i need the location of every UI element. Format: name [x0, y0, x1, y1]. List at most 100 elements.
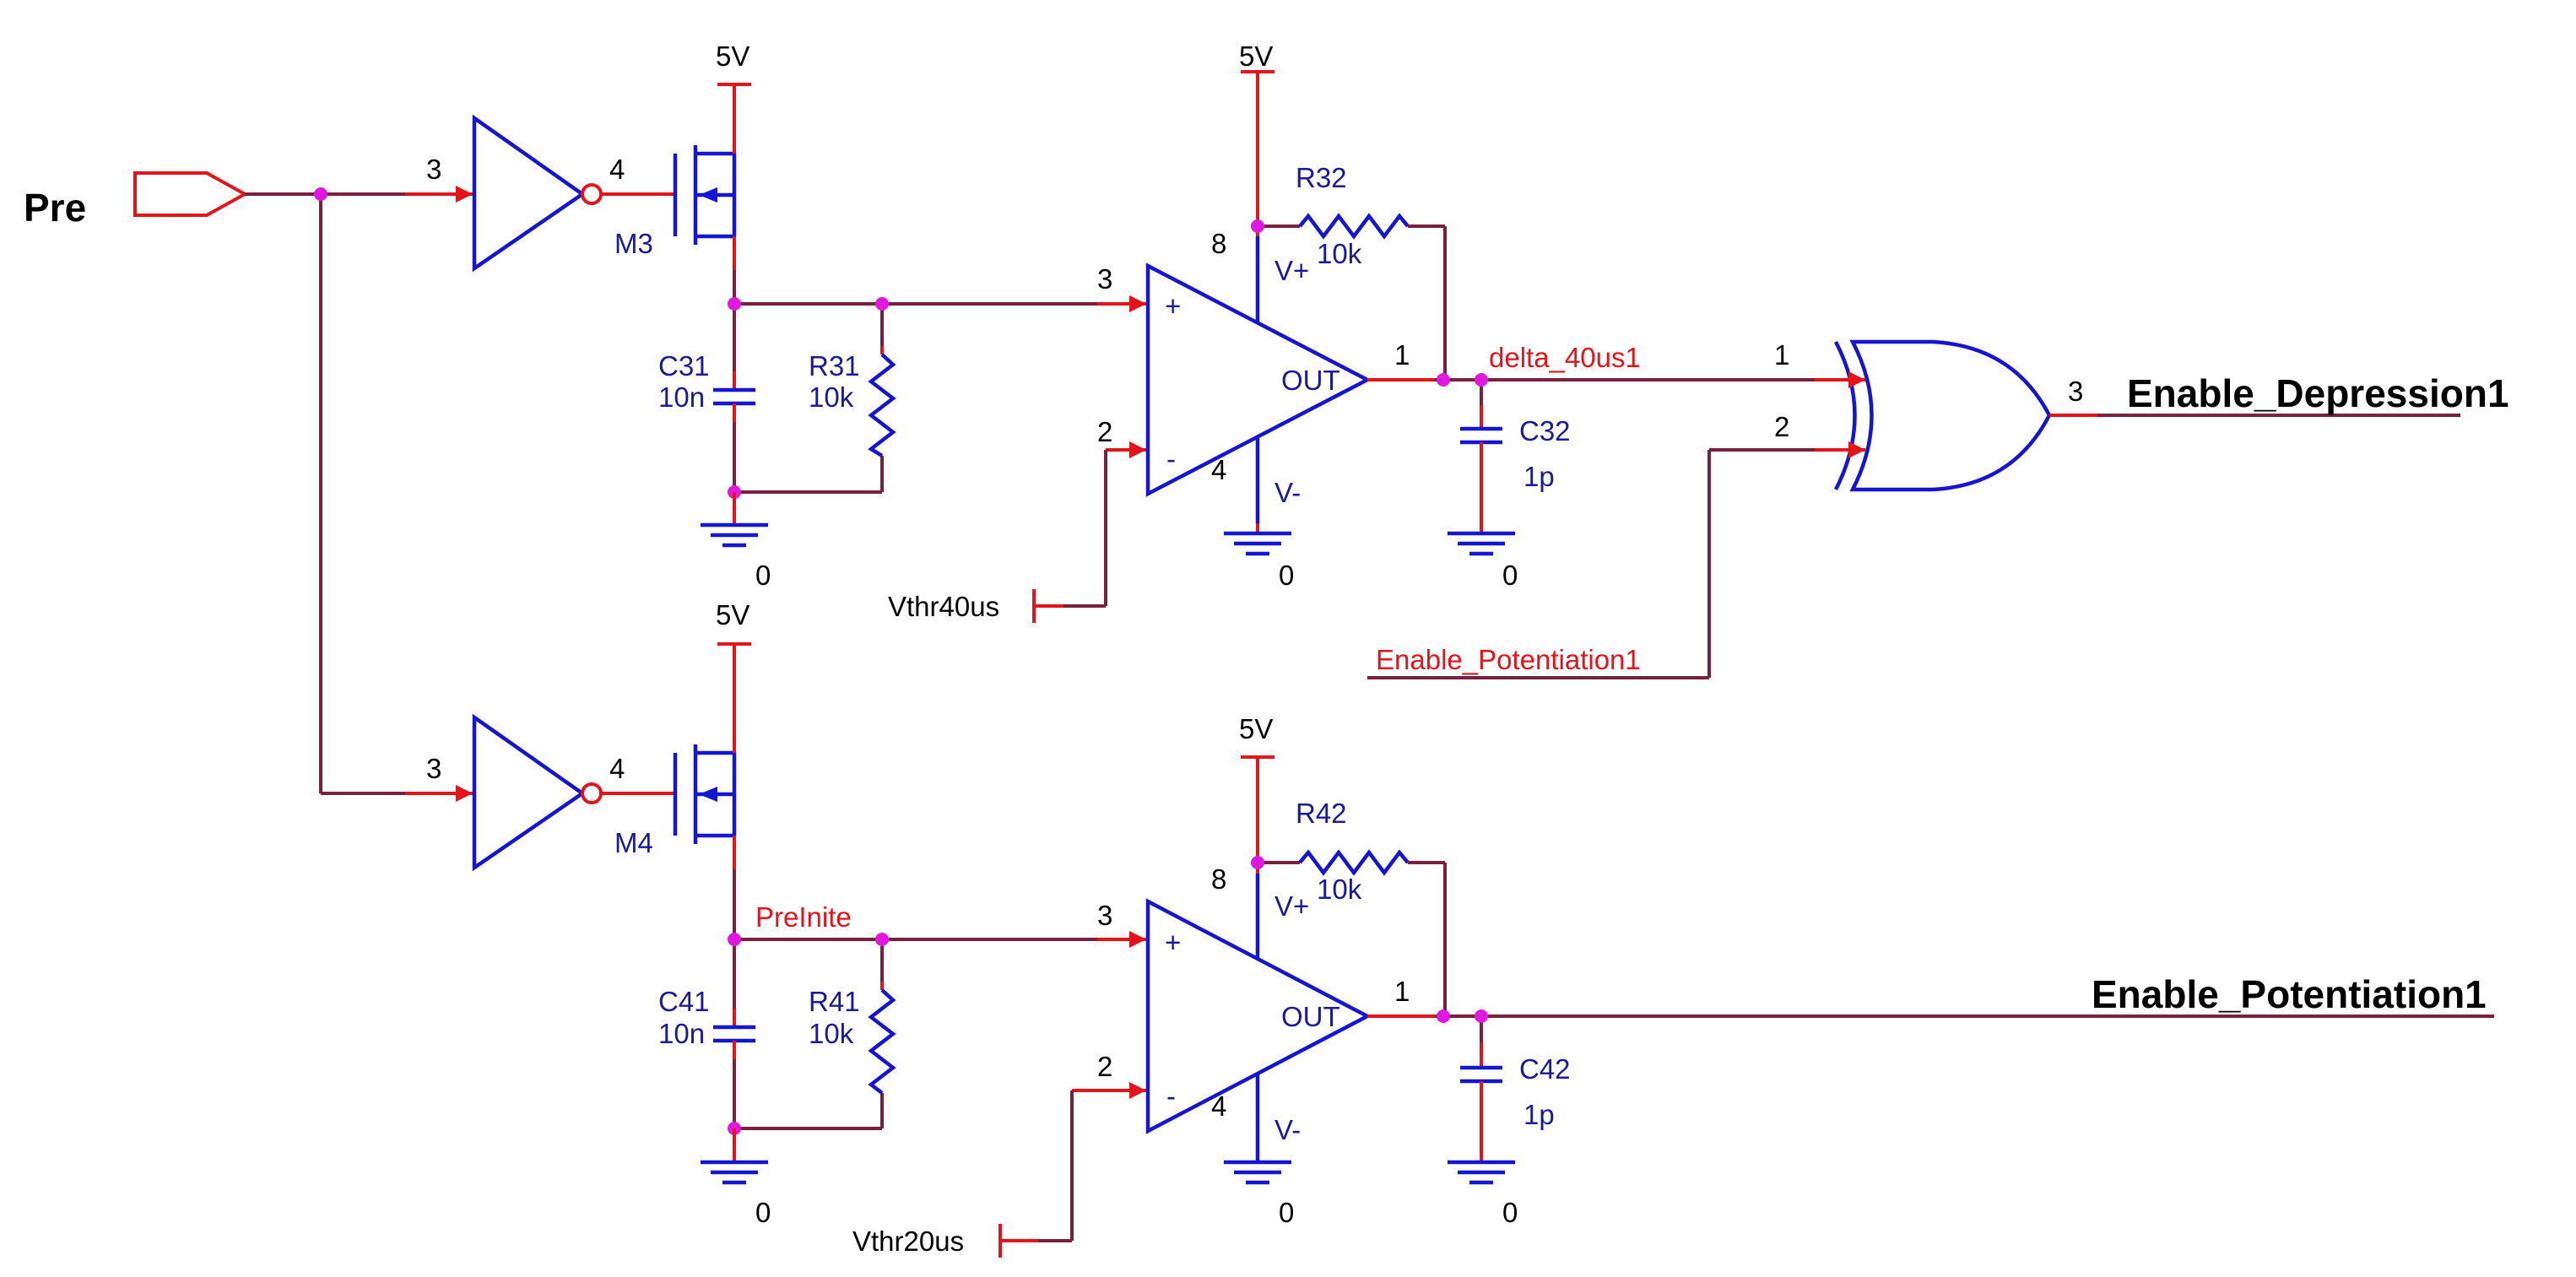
port-enable-depression: Enable_Depression1 [2127, 371, 2509, 415]
resistor-r41-value: 10k [809, 1018, 854, 1049]
ground-3-label: 0 [1502, 560, 1518, 591]
resistor-r41 [868, 982, 896, 1095]
pre-port-label: Pre [24, 186, 86, 230]
xor-pin-in2: 2 [1774, 411, 1789, 442]
opamp-u1 [1097, 70, 1435, 523]
junction-r31-top [875, 297, 889, 311]
opamp-u2-pin-vm: 4 [1211, 1090, 1226, 1122]
capacitor-c31 [713, 371, 755, 422]
enable-pot-out-wire [1435, 1015, 2494, 1042]
resistor-r31-value: 10k [809, 381, 854, 413]
opamp-u1-pin-plus: 3 [1097, 263, 1112, 295]
opamp-u2 [1072, 755, 1435, 1161]
inverter-1-pin-out: 4 [609, 154, 625, 185]
opamp-u1-plus: + [1165, 290, 1181, 322]
resistor-r31-ref: R31 [809, 350, 860, 381]
junction-u1-out-a [1437, 373, 1450, 387]
junction-r32-left [1251, 219, 1264, 233]
net-vthr40: Vthr40us [888, 591, 999, 622]
mosfet-m3 [673, 83, 751, 270]
opamp-u2-out: OUT [1281, 1001, 1340, 1032]
capacitor-c32 [1460, 405, 1502, 532]
net-preinite: PreInite [755, 901, 852, 933]
capacitor-c41-ref: C41 [658, 986, 710, 1017]
input-wires [245, 192, 460, 795]
opamp-u1-pin-vp: 8 [1211, 228, 1226, 259]
junction-pre [314, 187, 327, 201]
opamp-u2-pin-plus: 3 [1097, 900, 1112, 931]
ground-5-label: 0 [1279, 1197, 1294, 1228]
junction-c41-top [728, 933, 741, 946]
junction-u2-out-a [1437, 1009, 1450, 1023]
capacitor-c31-value: 10n [658, 381, 705, 413]
net-enable-pot-in: Enable_Potentiation1 [1376, 644, 1641, 675]
opamp-u2-pin-vp: 8 [1211, 863, 1226, 895]
capacitor-c32-ref: C32 [1519, 415, 1571, 446]
ground-4-label: 0 [755, 1197, 771, 1228]
supply-5v-u2: 5V [1239, 713, 1273, 744]
port-enable-potentiation: Enable_Potentiation1 [2092, 972, 2487, 1016]
ground-4 [701, 1128, 768, 1185]
inverter-1-pin-in: 3 [426, 154, 441, 185]
ground-1 [701, 492, 768, 548]
opamp-u1-vplus: V+ [1274, 255, 1309, 286]
net-vthr20: Vthr20us [852, 1226, 964, 1257]
mosfet-m4-label: M4 [614, 827, 653, 858]
ground-2-label: 0 [1279, 560, 1294, 591]
vthr40-wire [1032, 450, 1107, 623]
ground-6-label: 0 [1502, 1197, 1518, 1228]
junction-u1-out-b [1475, 373, 1488, 387]
inverter-2-pin-out: 4 [609, 753, 625, 784]
inverter-2-pin-in: 3 [426, 753, 441, 784]
capacitor-c42-ref: C42 [1519, 1053, 1571, 1085]
resistor-r32-value: 10k [1317, 238, 1362, 269]
opamp-u1-pin-minus: 2 [1097, 416, 1112, 447]
junction-c31-top [728, 297, 741, 311]
vthr20-wire [998, 1090, 1074, 1258]
opamp-u2-pin-out: 1 [1394, 976, 1410, 1007]
net-delta: delta_40us1 [1489, 342, 1641, 373]
ground-5 [1224, 1160, 1291, 1185]
ground-1-label: 0 [755, 560, 771, 591]
opamp-u2-minus: - [1166, 1080, 1176, 1112]
xor-pin-out: 3 [2068, 376, 2083, 407]
opamp-u1-vminus: V- [1274, 477, 1301, 508]
ground-2 [1224, 523, 1291, 556]
lower-rc-wires [733, 869, 1148, 1130]
mosfet-m4 [673, 642, 751, 869]
resistor-r42 [1258, 849, 1447, 1016]
ground-6 [1448, 1160, 1515, 1185]
xor-gate [1815, 339, 2460, 492]
capacitor-c41-value: 10n [658, 1018, 705, 1049]
opamp-u2-vplus: V+ [1274, 890, 1309, 922]
upper-rc-wires [733, 270, 1148, 494]
capacitor-c32-value: 1p [1523, 461, 1555, 492]
capacitor-c41 [713, 1009, 755, 1059]
opamp-u1-out: OUT [1281, 365, 1340, 396]
inverter-2 [405, 713, 675, 872]
opamp-u1-pin-vm: 4 [1211, 454, 1226, 485]
junction-r41-top [875, 933, 889, 946]
resistor-r42-value: 10k [1317, 874, 1362, 905]
ground-3 [1448, 531, 1515, 556]
resistor-r42-ref: R42 [1296, 798, 1347, 829]
opamp-u1-minus: - [1166, 443, 1176, 474]
mosfet-m3-label: M3 [614, 228, 653, 259]
resistor-r41-ref: R41 [809, 986, 860, 1017]
junction-u2-out-b [1475, 1009, 1488, 1023]
resistor-r32-ref: R32 [1296, 162, 1347, 193]
opamp-u1-pin-out: 1 [1394, 339, 1410, 371]
supply-5v-m3: 5V [716, 41, 750, 72]
supply-5v-m4: 5V [716, 599, 750, 630]
inverter-1 [405, 114, 675, 273]
enable-pot-feed-wire [1367, 448, 1815, 679]
capacitor-c42 [1460, 1042, 1502, 1162]
capacitor-c31-ref: C31 [658, 350, 710, 381]
opamp-u2-vminus: V- [1274, 1114, 1301, 1145]
supply-5v-u1: 5V [1239, 41, 1273, 72]
delta-net-wire [1435, 378, 1815, 405]
capacitor-c42-value: 1p [1523, 1099, 1555, 1130]
junction-r42-left [1251, 856, 1264, 869]
opamp-u2-plus: + [1165, 927, 1181, 958]
